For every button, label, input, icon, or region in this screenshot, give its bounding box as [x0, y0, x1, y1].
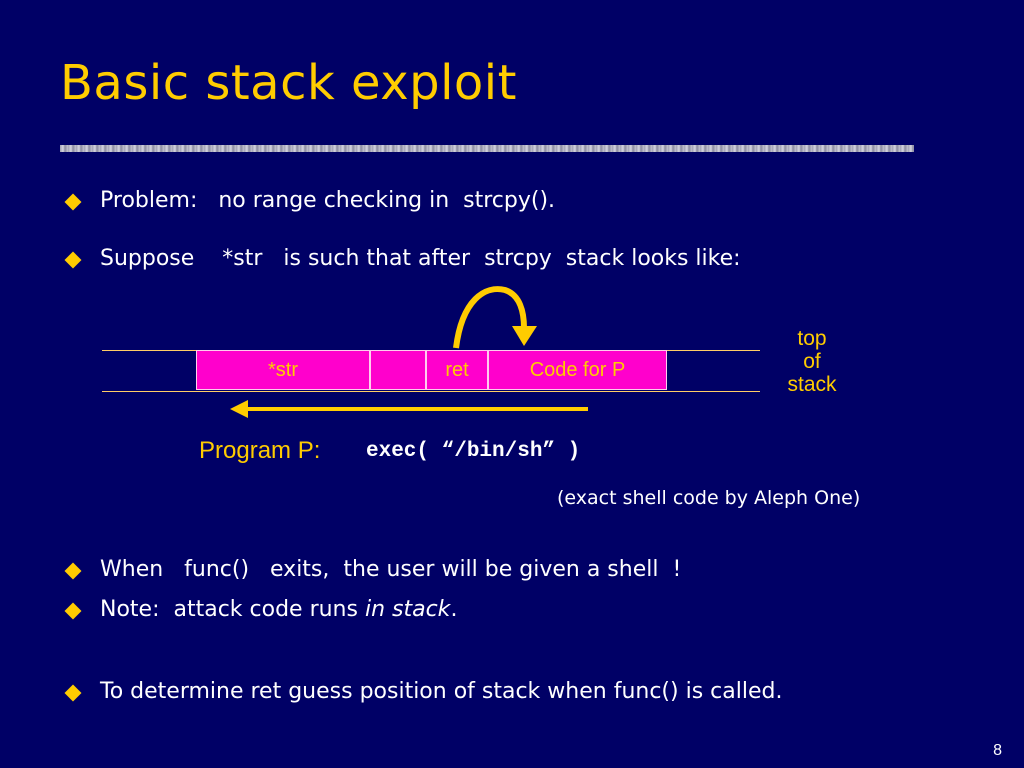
program-p-label: Program P:	[199, 437, 321, 464]
stack-cell-str: *str	[196, 350, 370, 390]
bullet-problem: Problem: no range checking in strcpy().	[100, 188, 556, 213]
page-number: 8	[993, 742, 1002, 759]
bullet-suppose: Suppose *str is such that after strcpy s…	[100, 246, 741, 271]
program-p-code: exec( “/bin/sh” )	[366, 440, 581, 463]
ret-jump-arrowhead-icon	[512, 326, 537, 346]
top-of-stack-line-3: stack	[787, 373, 837, 396]
bullet-marker-diamond-icon	[64, 684, 82, 702]
stack-bottom-line	[102, 391, 760, 392]
bullet-note-italic: in stack	[364, 597, 451, 622]
stack-cell-empty	[370, 350, 426, 390]
bullet-note-suffix: .	[450, 597, 458, 622]
top-of-stack-label: top of stack	[770, 327, 854, 396]
ret-jump-arrow-icon	[453, 286, 527, 349]
top-of-stack-line-1: top	[797, 327, 827, 350]
bullet-note: Note: attack code runs in stack.	[100, 597, 457, 622]
top-of-stack-line-2: of	[803, 350, 821, 373]
bullet-when: When func() exits, the user will be give…	[100, 557, 682, 582]
bullet-determine-ret: To determine ret guess position of stack…	[100, 679, 783, 704]
bullet-marker-diamond-icon	[64, 251, 82, 269]
slide-title: Basic stack exploit	[60, 55, 517, 111]
stack-cell-code-for-p: Code for P	[488, 350, 667, 390]
bullet-note-prefix: Note: attack code runs	[100, 597, 365, 622]
bullet-marker-diamond-icon	[64, 562, 82, 580]
bullet-marker-diamond-icon	[64, 193, 82, 211]
shellcode-credit: (exact shell code by Aleph One)	[557, 487, 861, 509]
bullet-marker-diamond-icon	[64, 602, 82, 620]
title-divider	[60, 145, 914, 152]
stack-growth-arrowhead-icon	[230, 400, 248, 418]
stack-cell-ret: ret	[426, 350, 488, 390]
